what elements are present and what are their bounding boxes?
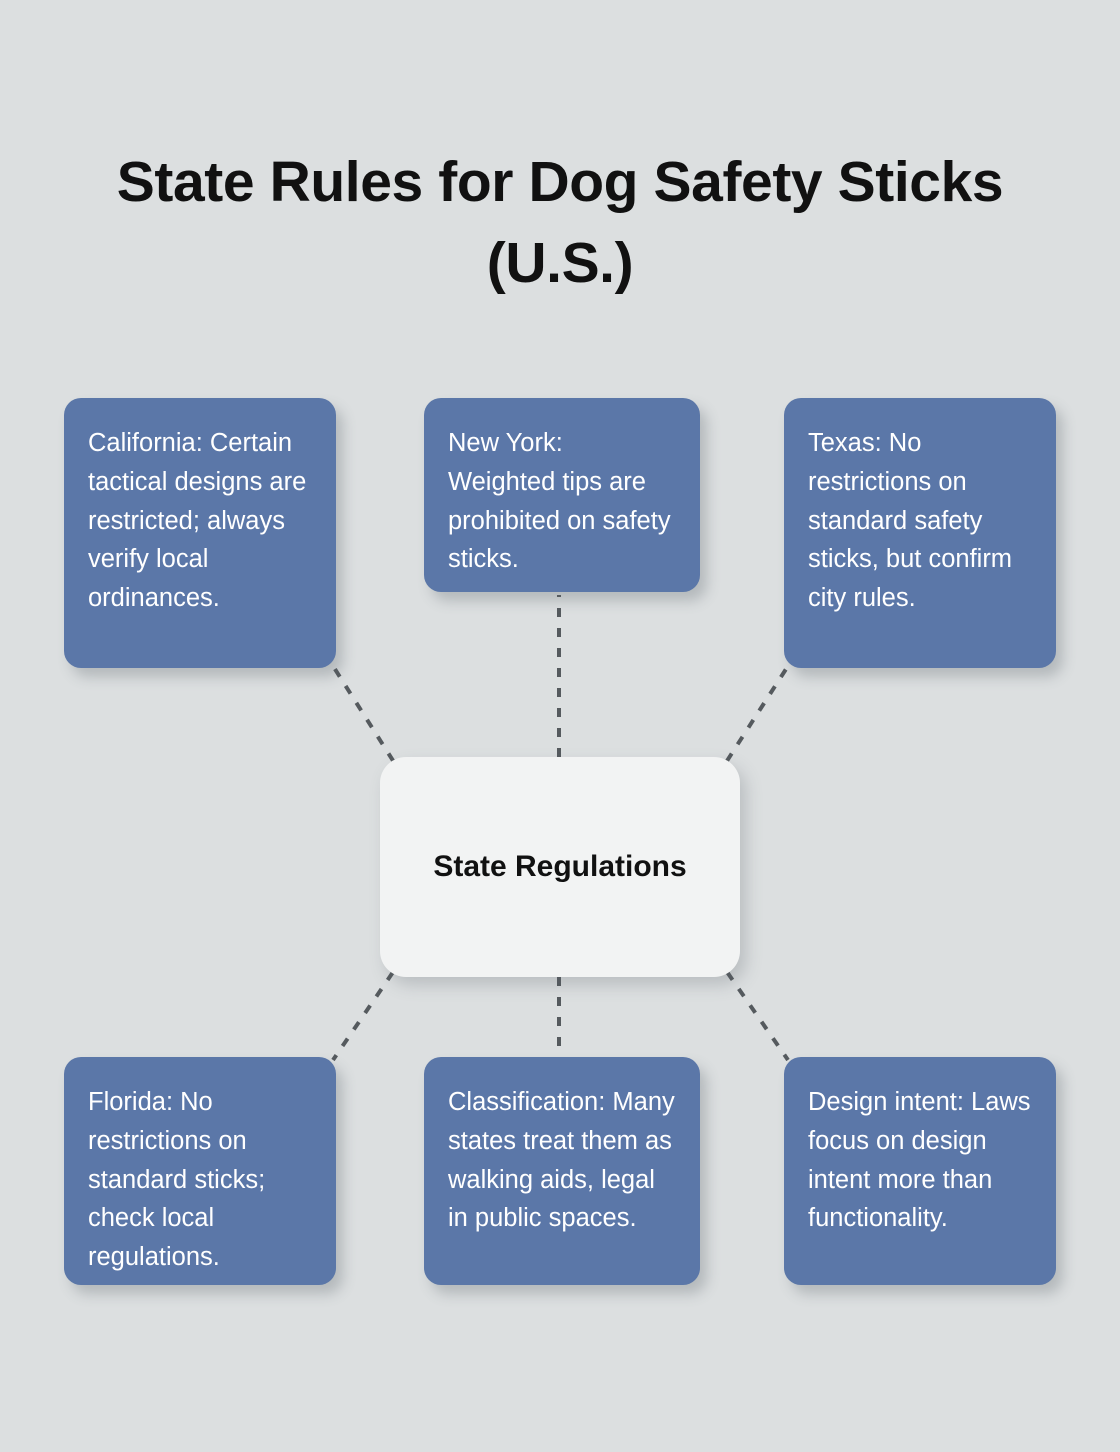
node-california-label: California: Certain tactical designs are… (88, 429, 307, 612)
node-texas-label: Texas: No restrictions on standard safet… (808, 429, 1013, 612)
connector-center-to-texas (714, 664, 790, 780)
node-center-state-regulations[interactable]: State Regulations (380, 757, 740, 977)
node-florida-label: Florida: No restrictions on standard sti… (88, 1088, 266, 1271)
node-texas[interactable]: Texas: No restrictions on standard safet… (784, 398, 1056, 668)
node-center-label: State Regulations (433, 850, 687, 884)
node-new-york-label: New York: Weighted tips are prohibited o… (448, 429, 671, 574)
node-new-york[interactable]: New York: Weighted tips are prohibited o… (424, 398, 700, 592)
connector-center-to-designintent (714, 954, 790, 1062)
node-design-intent-label: Design intent: Laws focus on design inte… (808, 1088, 1031, 1233)
node-design-intent[interactable]: Design intent: Laws focus on design inte… (784, 1057, 1056, 1285)
node-classification-label: Classification: Many states treat them a… (448, 1088, 675, 1233)
node-classification[interactable]: Classification: Many states treat them a… (424, 1057, 700, 1285)
node-florida[interactable]: Florida: No restrictions on standard sti… (64, 1057, 336, 1285)
node-california[interactable]: California: Certain tactical designs are… (64, 398, 336, 668)
connector-center-to-california (331, 664, 406, 780)
page-title: State Rules for Dog Safety Sticks (U.S.) (116, 150, 1004, 296)
